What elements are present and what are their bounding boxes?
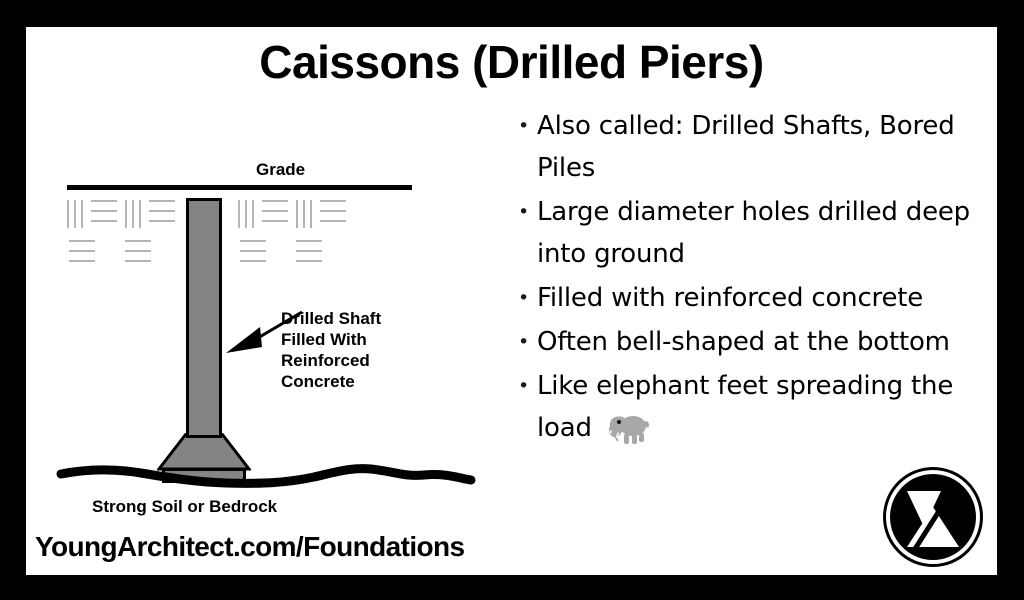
callout-arrow-icon [226,310,303,353]
grade-label: Grade [256,160,306,179]
bedrock-line [56,464,476,488]
list-item: • Large diameter holes drilled deep into… [513,191,983,275]
bedrock-label: Strong Soil or Bedrock [92,497,278,516]
bullet-text: Like elephant feet spreading the load [537,365,983,459]
bullet-list: • Also called: Drilled Shafts, Bored Pil… [513,105,983,461]
grade-line [67,185,412,190]
callout-label: Drilled Shaft Filled With Reinforced Con… [281,308,381,392]
page-title: Caissons (Drilled Piers) [259,36,764,88]
list-item: • Filled with reinforced concrete [513,277,983,319]
callout-line-1: Drilled Shaft [281,309,382,328]
elephant-icon [606,412,650,459]
footer-url[interactable]: YoungArchitect.com/Foundations [35,531,465,562]
bullet-marker: • [518,375,530,397]
callout-line-3: Reinforced [281,351,370,370]
caisson-diagram: Grade Strong Soil or Bedrock Drilled Sha… [26,122,516,542]
list-item: • Often bell-shaped at the bottom [513,321,983,363]
callout-line-2: Filled With [281,330,367,349]
bullet-marker: • [518,115,530,137]
bullet-text: Also called: Drilled Shafts, Bored Piles [537,111,955,183]
bullet-text-label: Like elephant feet spreading the load [537,371,954,443]
drilled-shaft [186,198,222,438]
list-item: • Like elephant feet spreading the load [513,365,983,459]
young-architect-logo-icon [883,467,983,567]
bullet-marker: • [518,287,530,309]
bullet-marker: • [518,201,530,223]
callout-line-4: Concrete [281,372,355,391]
list-item: • Also called: Drilled Shafts, Bored Pil… [513,105,983,189]
shaft-top-cap [186,198,222,224]
slide-canvas: Caissons (Drilled Piers) [26,27,997,575]
bullet-text: Filled with reinforced concrete [537,283,924,313]
bullet-text: Often bell-shaped at the bottom [537,327,950,357]
bullet-text: Large diameter holes drilled deep into g… [537,197,970,269]
bullet-marker: • [518,331,530,353]
